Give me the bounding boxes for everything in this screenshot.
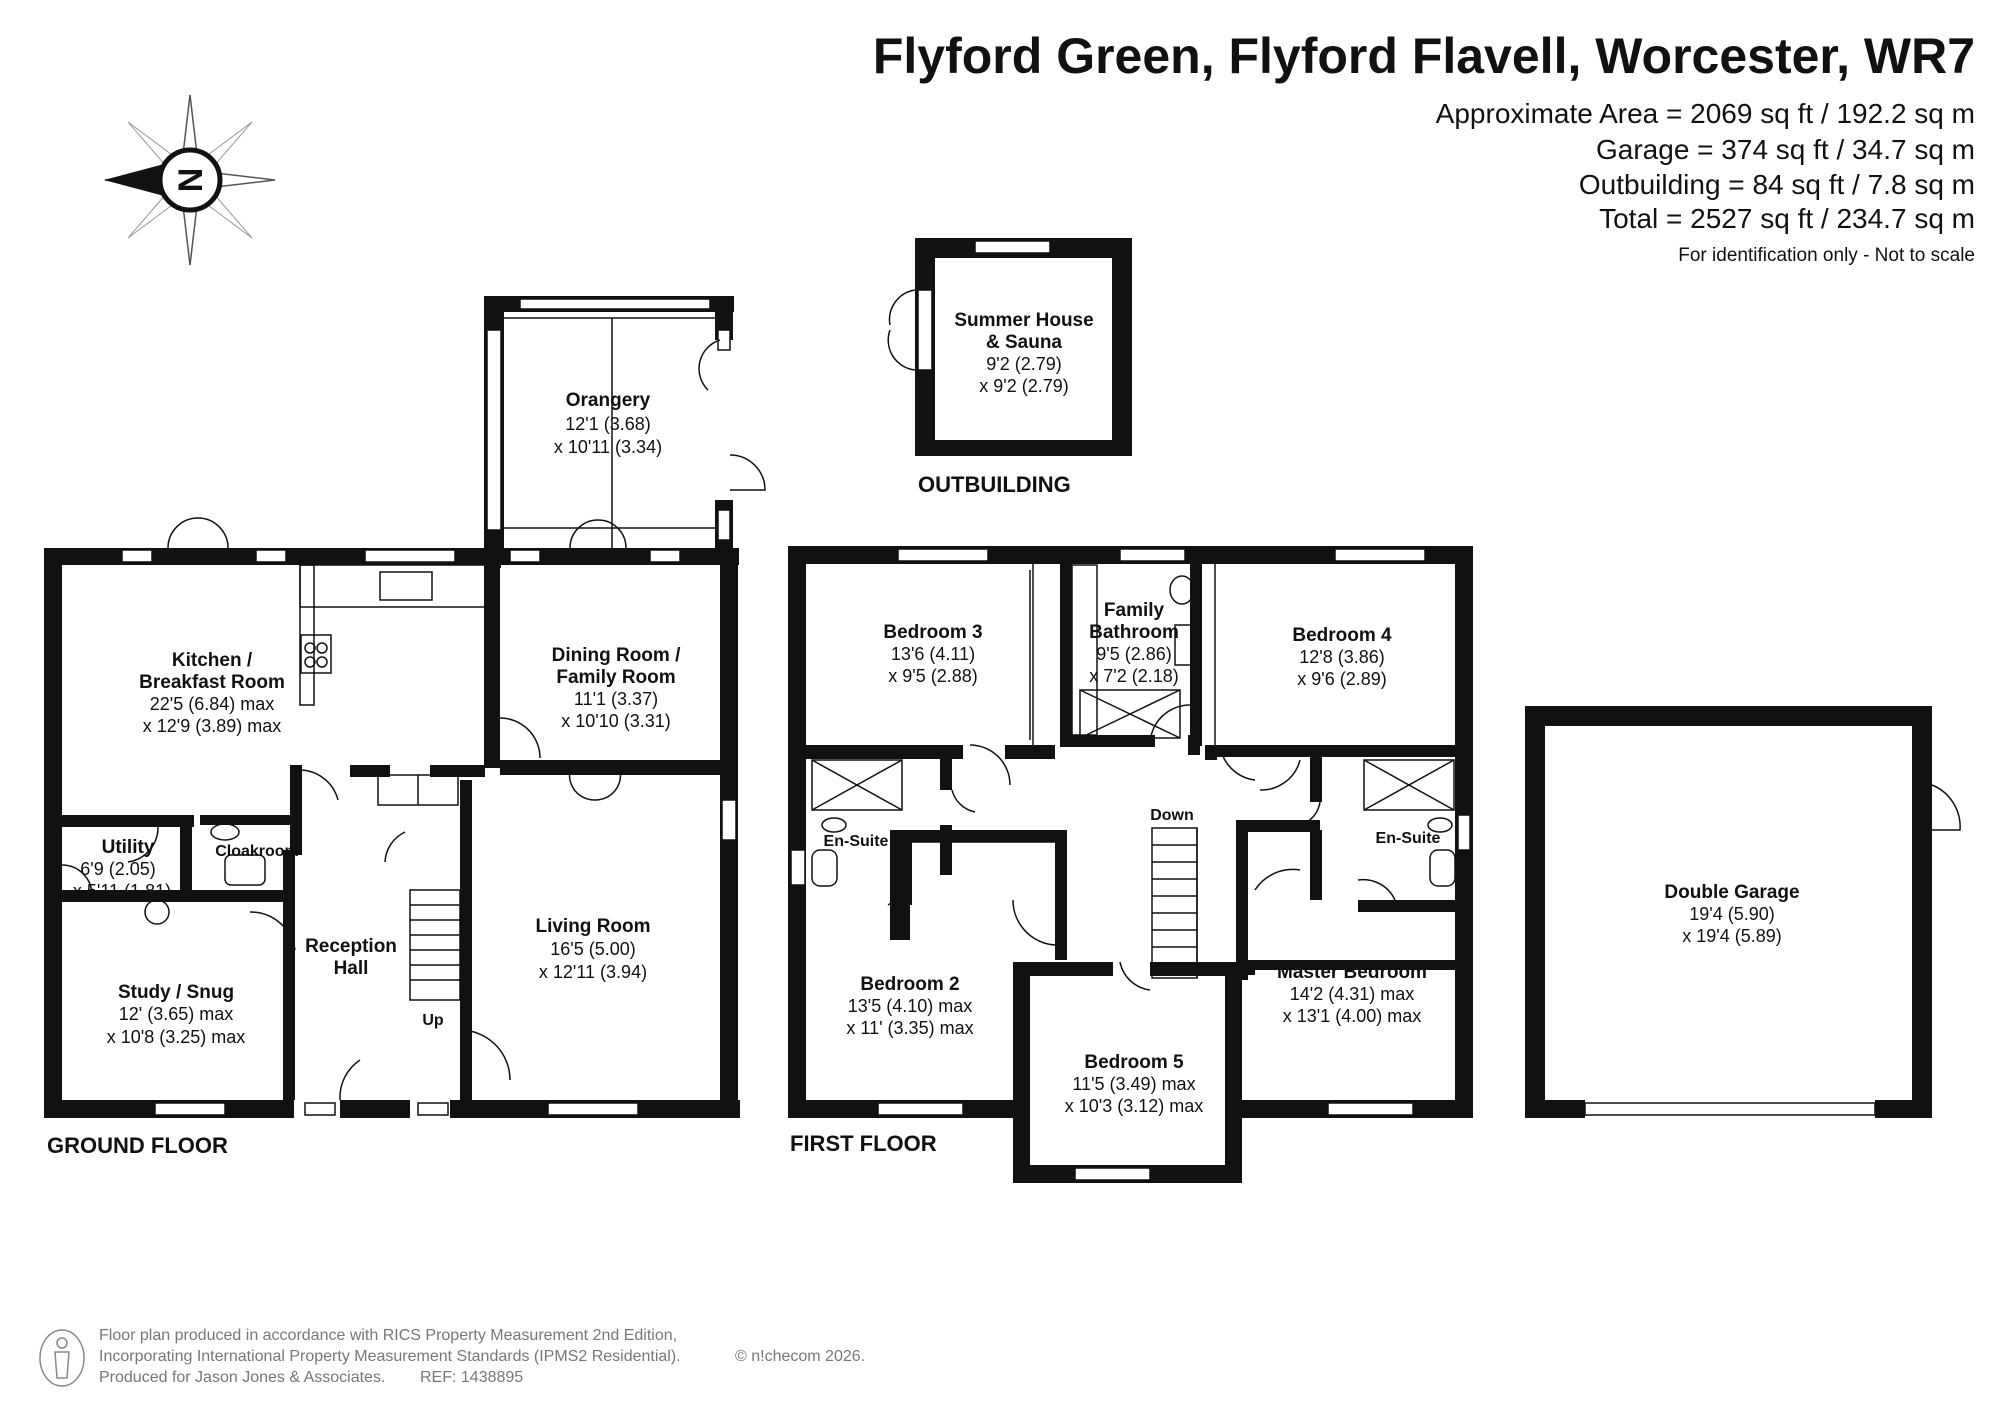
svg-text:13'5 (4.10) max: 13'5 (4.10) max	[848, 996, 973, 1016]
svg-text:x 11' (3.35) max: x 11' (3.35) max	[846, 1018, 973, 1038]
svg-text:16'5 (5.00): 16'5 (5.00)	[550, 939, 636, 959]
svg-text:Living Room: Living Room	[535, 916, 650, 937]
svg-text:x 10'11 (3.34): x 10'11 (3.34)	[554, 437, 662, 457]
svg-text:x 9'2 (2.79): x 9'2 (2.79)	[979, 376, 1068, 396]
svg-text:6'9 (2.05): 6'9 (2.05)	[80, 859, 155, 879]
room-living: Living Room 16'5 (5.00) x 12'11 (3.94)	[535, 916, 650, 982]
room-en-suite-1: En-Suite	[824, 833, 889, 850]
room-utility: Utility 6'9 (2.05) x 5'11 (1.81)	[73, 837, 171, 901]
svg-text:Bathroom: Bathroom	[1089, 622, 1179, 643]
compass-north-label: N	[172, 168, 210, 193]
room-summer-house: Summer House & Sauna 9'2 (2.79) x 9'2 (2…	[954, 310, 1093, 396]
stairs-up-label: Up	[422, 1012, 444, 1029]
footer-ref: REF: 1438895	[420, 1369, 523, 1386]
footer-line-2: Incorporating International Property Mea…	[99, 1348, 681, 1365]
svg-text:12'1 (3.68): 12'1 (3.68)	[565, 414, 651, 434]
room-bedroom-2: Bedroom 2 13'5 (4.10) max x 11' (3.35) m…	[846, 974, 973, 1038]
svg-text:19'4 (5.90): 19'4 (5.90)	[1689, 904, 1775, 924]
svg-text:Orangery: Orangery	[566, 390, 651, 411]
svg-text:x 5'11 (1.81): x 5'11 (1.81)	[73, 881, 171, 901]
svg-text:x 7'2 (2.18): x 7'2 (2.18)	[1089, 666, 1178, 686]
svg-text:Reception: Reception	[305, 936, 397, 957]
footer-copyright: © n!checom 2026.	[735, 1348, 865, 1365]
svg-text:x 12'9 (3.89) max: x 12'9 (3.89) max	[143, 716, 282, 736]
svg-text:14'2 (4.31) max: 14'2 (4.31) max	[1290, 984, 1415, 1004]
svg-text:x 10'10 (3.31): x 10'10 (3.31)	[561, 711, 671, 731]
svg-text:Breakfast Room: Breakfast Room	[139, 672, 285, 693]
svg-text:x 9'6 (2.89): x 9'6 (2.89)	[1297, 669, 1386, 689]
page-title: Flyford Green, Flyford Flavell, Worceste…	[873, 28, 1975, 84]
garage-walls	[1525, 706, 1961, 1118]
room-en-suite-2: En-Suite	[1376, 830, 1441, 847]
person-icon	[39, 1329, 85, 1387]
svg-text:x 10'3 (3.12) max: x 10'3 (3.12) max	[1065, 1096, 1204, 1116]
svg-text:& Sauna: & Sauna	[986, 332, 1062, 353]
svg-text:13'6 (4.11): 13'6 (4.11)	[891, 644, 975, 664]
footer-line-3: Produced for Jason Jones & Associates.	[99, 1369, 385, 1386]
svg-text:x 9'5 (2.88): x 9'5 (2.88)	[888, 666, 977, 686]
svg-text:Utility: Utility	[102, 837, 155, 858]
svg-text:9'2 (2.79): 9'2 (2.79)	[986, 354, 1061, 374]
room-study: Study / Snug 12' (3.65) max x 10'8 (3.25…	[107, 982, 246, 1047]
svg-text:Summer House: Summer House	[954, 310, 1093, 331]
room-double-garage: Double Garage 19'4 (5.90) x 19'4 (5.89)	[1664, 882, 1799, 946]
svg-text:11'1 (3.37): 11'1 (3.37)	[574, 689, 658, 709]
garage-area: Garage = 374 sq ft / 34.7 sq m	[1596, 134, 1975, 165]
svg-text:Study / Snug: Study / Snug	[118, 982, 234, 1003]
svg-text:Bedroom 5: Bedroom 5	[1084, 1052, 1184, 1073]
approx-area: Approximate Area = 2069 sq ft / 192.2 sq…	[1436, 98, 1975, 129]
room-cloakroom: Cloakroom	[215, 843, 299, 860]
svg-text:Double Garage: Double Garage	[1664, 882, 1799, 903]
room-family-bathroom: Family Bathroom 9'5 (2.86) x 7'2 (2.18)	[1089, 600, 1179, 686]
room-master-bedroom: Master Bedroom 14'2 (4.31) max x 13'1 (4…	[1277, 962, 1427, 1026]
svg-text:11'5 (3.49) max: 11'5 (3.49) max	[1072, 1074, 1195, 1094]
ground-floor-windows	[121, 298, 737, 1116]
svg-text:x 13'1 (4.00) max: x 13'1 (4.00) max	[1283, 1006, 1422, 1026]
room-kitchen: Kitchen / Breakfast Room 22'5 (6.84) max…	[139, 650, 285, 736]
first-floor-windows	[790, 548, 1471, 1181]
room-bedroom-4: Bedroom 4 12'8 (3.86) x 9'6 (2.89)	[1292, 625, 1392, 689]
svg-text:x 19'4 (5.89): x 19'4 (5.89)	[1682, 926, 1782, 946]
first-floor-label: FIRST FLOOR	[790, 1131, 937, 1156]
total-area: Total = 2527 sq ft / 234.7 sq m	[1599, 203, 1975, 234]
outbuilding-walls	[887, 238, 1132, 456]
room-orangery: Orangery 12'1 (3.68) x 10'11 (3.34)	[554, 390, 662, 457]
svg-text:Master Bedroom: Master Bedroom	[1277, 962, 1427, 983]
outbuilding-area: Outbuilding = 84 sq ft / 7.8 sq m	[1579, 169, 1975, 200]
stairs-down-label: Down	[1150, 807, 1194, 824]
svg-text:x 12'11 (3.94): x 12'11 (3.94)	[539, 962, 647, 982]
svg-text:Hall: Hall	[334, 958, 369, 979]
svg-text:12' (3.65) max: 12' (3.65) max	[119, 1004, 234, 1024]
footer-line-1: Floor plan produced in accordance with R…	[99, 1327, 677, 1344]
room-reception-hall: Reception Hall	[305, 936, 397, 979]
svg-text:Kitchen /: Kitchen /	[172, 650, 253, 671]
svg-text:Dining Room /: Dining Room /	[552, 645, 681, 666]
svg-text:x 10'8 (3.25) max: x 10'8 (3.25) max	[107, 1027, 246, 1047]
identification-note: For identification only - Not to scale	[1678, 245, 1975, 266]
svg-text:9'5 (2.86): 9'5 (2.86)	[1096, 644, 1171, 664]
room-bedroom-5: Bedroom 5 11'5 (3.49) max x 10'3 (3.12) …	[1065, 1052, 1204, 1116]
compass-icon: N	[104, 94, 276, 266]
svg-text:Bedroom 4: Bedroom 4	[1292, 625, 1392, 646]
svg-text:Family Room: Family Room	[556, 667, 675, 688]
outbuilding-label: OUTBUILDING	[918, 472, 1071, 497]
svg-text:Bedroom 3: Bedroom 3	[883, 622, 982, 643]
ground-floor-fixtures	[61, 317, 766, 1101]
ground-floor-label: GROUND FLOOR	[47, 1133, 228, 1158]
svg-text:12'8 (3.86): 12'8 (3.86)	[1299, 647, 1385, 667]
svg-text:22'5 (6.84) max: 22'5 (6.84) max	[150, 694, 275, 714]
room-dining: Dining Room / Family Room 11'1 (3.37) x …	[552, 645, 681, 731]
room-bedroom-3: Bedroom 3 13'6 (4.11) x 9'5 (2.88)	[883, 622, 982, 686]
svg-text:Bedroom 2: Bedroom 2	[860, 974, 959, 995]
svg-text:Family: Family	[1104, 600, 1165, 621]
first-floor-fixtures	[811, 564, 1456, 991]
